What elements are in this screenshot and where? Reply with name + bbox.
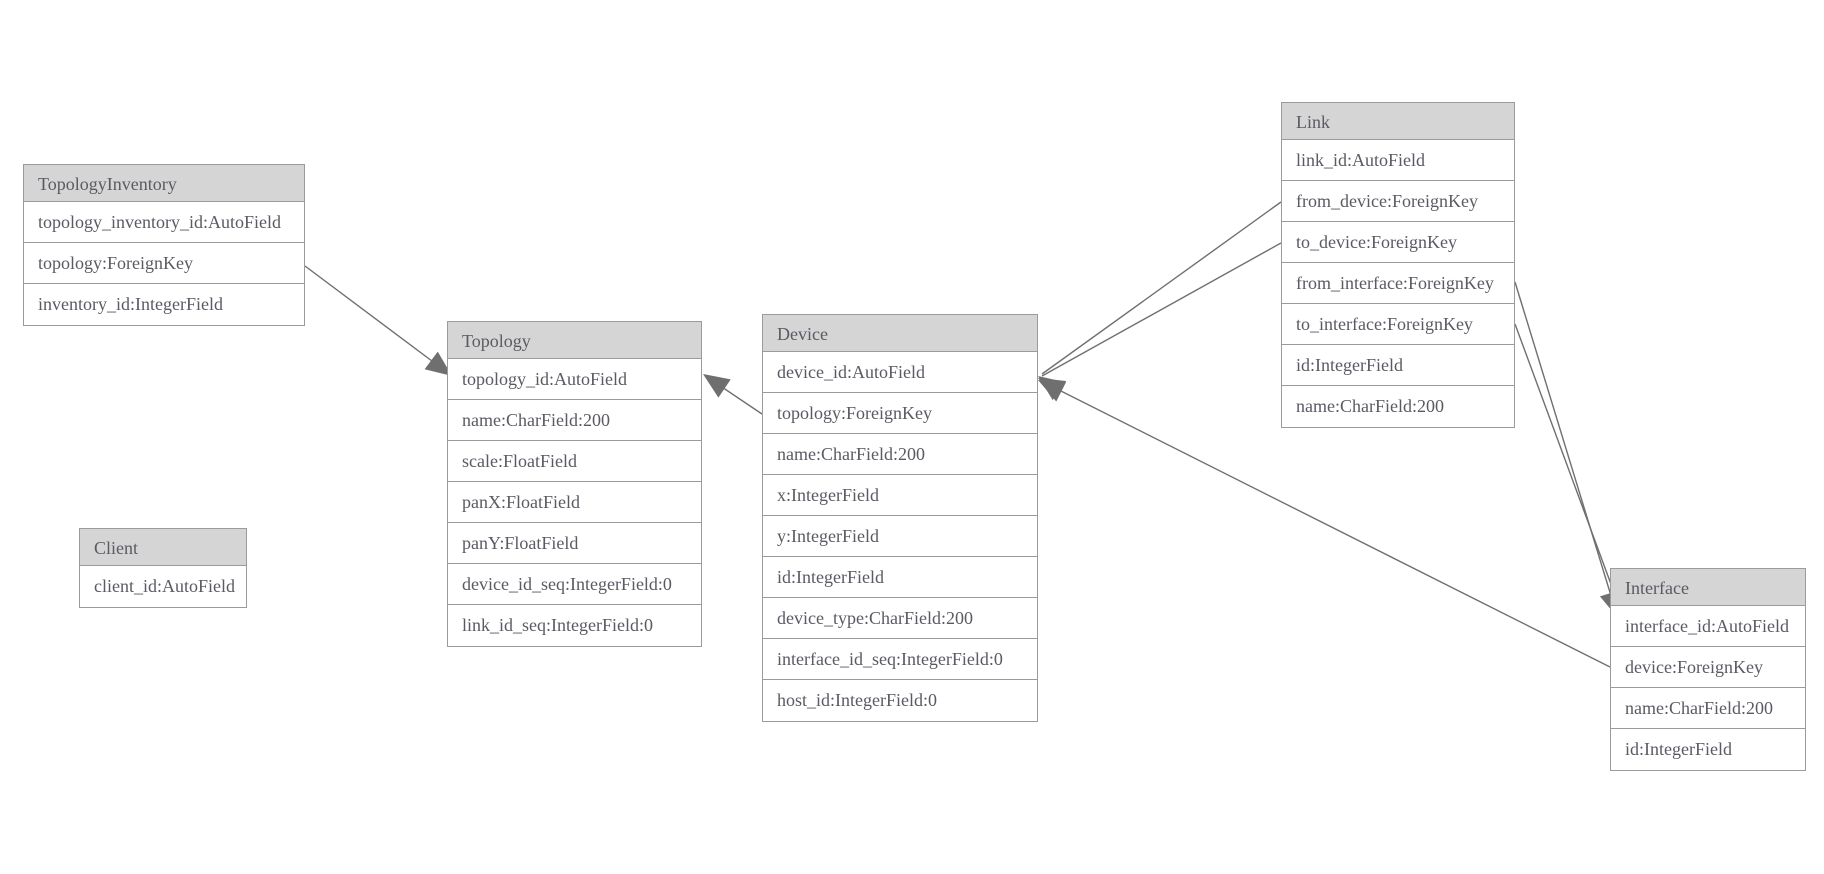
- entity-field: topology_id:AutoField: [448, 359, 701, 400]
- relation-line-rel-link-to-device: [1041, 242, 1282, 377]
- entity-field: link_id_seq:IntegerField:0: [462, 615, 653, 635]
- entity-title-interface: Interface: [1611, 569, 1805, 606]
- entity-title-link: Link: [1282, 103, 1514, 140]
- entity-client[interactable]: Client client_id:AutoField: [79, 528, 247, 608]
- entity-field: device_type:CharField:200: [763, 598, 1037, 639]
- entity-field: name:CharField:200: [448, 400, 701, 441]
- entity-title-topology_inventory: TopologyInventory: [24, 165, 304, 202]
- entity-field: scale:FloatField: [448, 441, 701, 482]
- entity-field: inventory_id:IntegerField: [38, 294, 223, 314]
- relation-arrowhead-rel-interface-device: [1038, 380, 1067, 402]
- entity-field: to_device:ForeignKey: [1282, 222, 1514, 263]
- entity-field: name:CharField:200: [1296, 396, 1444, 416]
- entity-field: name:CharField:200: [763, 434, 1037, 475]
- entity-field: client_id:AutoField: [94, 576, 235, 596]
- relation-line-rel-link-from-device: [1041, 201, 1282, 375]
- entity-field: from_interface:ForeignKey: [1282, 263, 1514, 304]
- entity-field: from_device:ForeignKey: [1282, 181, 1514, 222]
- entity-field: topology:ForeignKey: [24, 243, 304, 284]
- entity-field: id:IntegerField: [1282, 345, 1514, 386]
- entity-title-client: Client: [80, 529, 246, 566]
- entity-field: panX:FloatField: [448, 482, 701, 523]
- entity-field: device_id_seq:IntegerField:0: [448, 564, 701, 605]
- relation-line-rel-topologyinventory-topology: [304, 265, 453, 377]
- entity-field: y:IntegerField: [763, 516, 1037, 557]
- entity-title-device: Device: [763, 315, 1037, 352]
- entity-field: device:ForeignKey: [1611, 647, 1805, 688]
- relation-line-rel-link-to-interface: [1514, 323, 1623, 615]
- entity-field: device_id:AutoField: [763, 352, 1037, 393]
- entity-field: x:IntegerField: [763, 475, 1037, 516]
- entity-field: interface_id:AutoField: [1611, 606, 1805, 647]
- entity-field: to_interface:ForeignKey: [1282, 304, 1514, 345]
- relation-line-rel-link-from-interface: [1514, 281, 1617, 613]
- entity-field: panY:FloatField: [448, 523, 701, 564]
- entity-field: id:IntegerField: [1625, 739, 1732, 759]
- entity-field: host_id:IntegerField:0: [777, 690, 937, 710]
- entity-field: interface_id_seq:IntegerField:0: [763, 639, 1037, 680]
- entity-field: topology:ForeignKey: [763, 393, 1037, 434]
- entity-field: link_id:AutoField: [1282, 140, 1514, 181]
- entity-field: id:IntegerField: [763, 557, 1037, 598]
- relation-line-rel-device-topology: [706, 376, 763, 415]
- entity-field: name:CharField:200: [1611, 688, 1805, 729]
- entity-title-topology: Topology: [448, 322, 701, 359]
- entity-field: topology_inventory_id:AutoField: [24, 202, 304, 243]
